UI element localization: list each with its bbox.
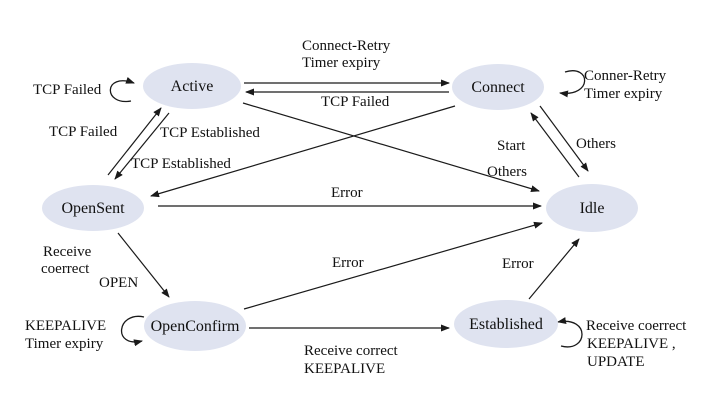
state-label-connect: Connect (471, 79, 525, 96)
state-ellipse-active (143, 63, 241, 109)
state-node-connect: Connect (452, 64, 544, 110)
state-node-active: Active (143, 63, 241, 109)
label-opensent-to-active: TCP Failed (49, 124, 118, 140)
label-connect-self-loop-line1: Conner-Retry (584, 68, 667, 84)
label-opensent-to-openconfirm-line3: OPEN (99, 275, 138, 291)
label-openconfirm-to-established-line1: Receive correct (304, 343, 399, 359)
arrow-connect-to-idle (539, 105, 589, 172)
state-ellipse-openconfirm (144, 301, 246, 351)
arrow-connect-to-opensent (150, 105, 456, 198)
state-label-established: Established (469, 316, 543, 333)
label-connect-to-opensent: TCP Established (131, 156, 231, 172)
state-node-idle: Idle (546, 184, 638, 232)
arrow-active-to-idle (242, 102, 540, 193)
label-active-to-idle: Others (487, 164, 527, 180)
state-node-established: Established (454, 300, 558, 348)
label-openconfirm-to-idle: Error (332, 255, 364, 271)
transition-labels: Connect-Retry Timer expiry TCP Failed TC… (25, 38, 687, 377)
label-established-self-line3: UPDATE (587, 354, 645, 370)
state-label-opensent: OpenSent (61, 200, 125, 217)
label-idle-to-connect: Start (497, 138, 526, 154)
arrow-openconfirm-to-idle (243, 221, 543, 310)
label-openconfirm-to-established-line2: KEEPALIVE (304, 361, 385, 377)
self-loop-active (109, 77, 135, 103)
state-ellipse-established (454, 300, 558, 348)
arrow-opensent-to-active (107, 107, 162, 176)
state-ellipse-idle (546, 184, 638, 232)
self-loop-established (557, 317, 583, 348)
state-ellipse-opensent (42, 185, 144, 231)
state-node-openconfirm: OpenConfirm (144, 301, 246, 351)
label-opensent-to-openconfirm-line1: Receive (43, 244, 92, 260)
label-established-self-line1: Receive coerrect (586, 318, 687, 334)
state-label-active: Active (171, 78, 214, 95)
label-established-self-line2: KEEPALIVE , (587, 336, 676, 352)
state-label-idle: Idle (580, 200, 605, 217)
label-connect-to-active: TCP Failed (321, 94, 390, 110)
label-active-to-connect-line2: Timer expiry (302, 55, 381, 71)
label-established-to-idle: Error (502, 256, 534, 272)
self-loop-connect (559, 70, 586, 98)
state-label-openconfirm: OpenConfirm (151, 318, 240, 335)
label-connect-to-idle: Others (576, 136, 616, 152)
label-active-self-loop: TCP Failed (33, 82, 102, 98)
transition-arrows (107, 70, 589, 348)
label-opensent-to-idle: Error (331, 185, 363, 201)
label-active-to-connect-line1: Connect-Retry (302, 38, 391, 54)
label-openconfirm-self-line1: KEEPALIVE (25, 318, 106, 334)
state-ellipse-connect (452, 64, 544, 110)
arrow-idle-to-connect (530, 112, 580, 178)
arrow-opensent-to-openconfirm (117, 232, 170, 298)
label-opensent-to-openconfirm-line2: coerrect (41, 261, 90, 277)
label-openconfirm-self-line2: Timer expiry (25, 336, 104, 352)
self-loop-openconfirm (120, 315, 145, 347)
label-active-to-opensent: TCP Established (160, 125, 260, 141)
label-connect-self-loop-line2: Timer expiry (584, 86, 663, 102)
arrow-established-to-idle (528, 238, 580, 300)
arrow-active-to-opensent (114, 112, 170, 180)
state-node-opensent: OpenSent (42, 185, 144, 231)
